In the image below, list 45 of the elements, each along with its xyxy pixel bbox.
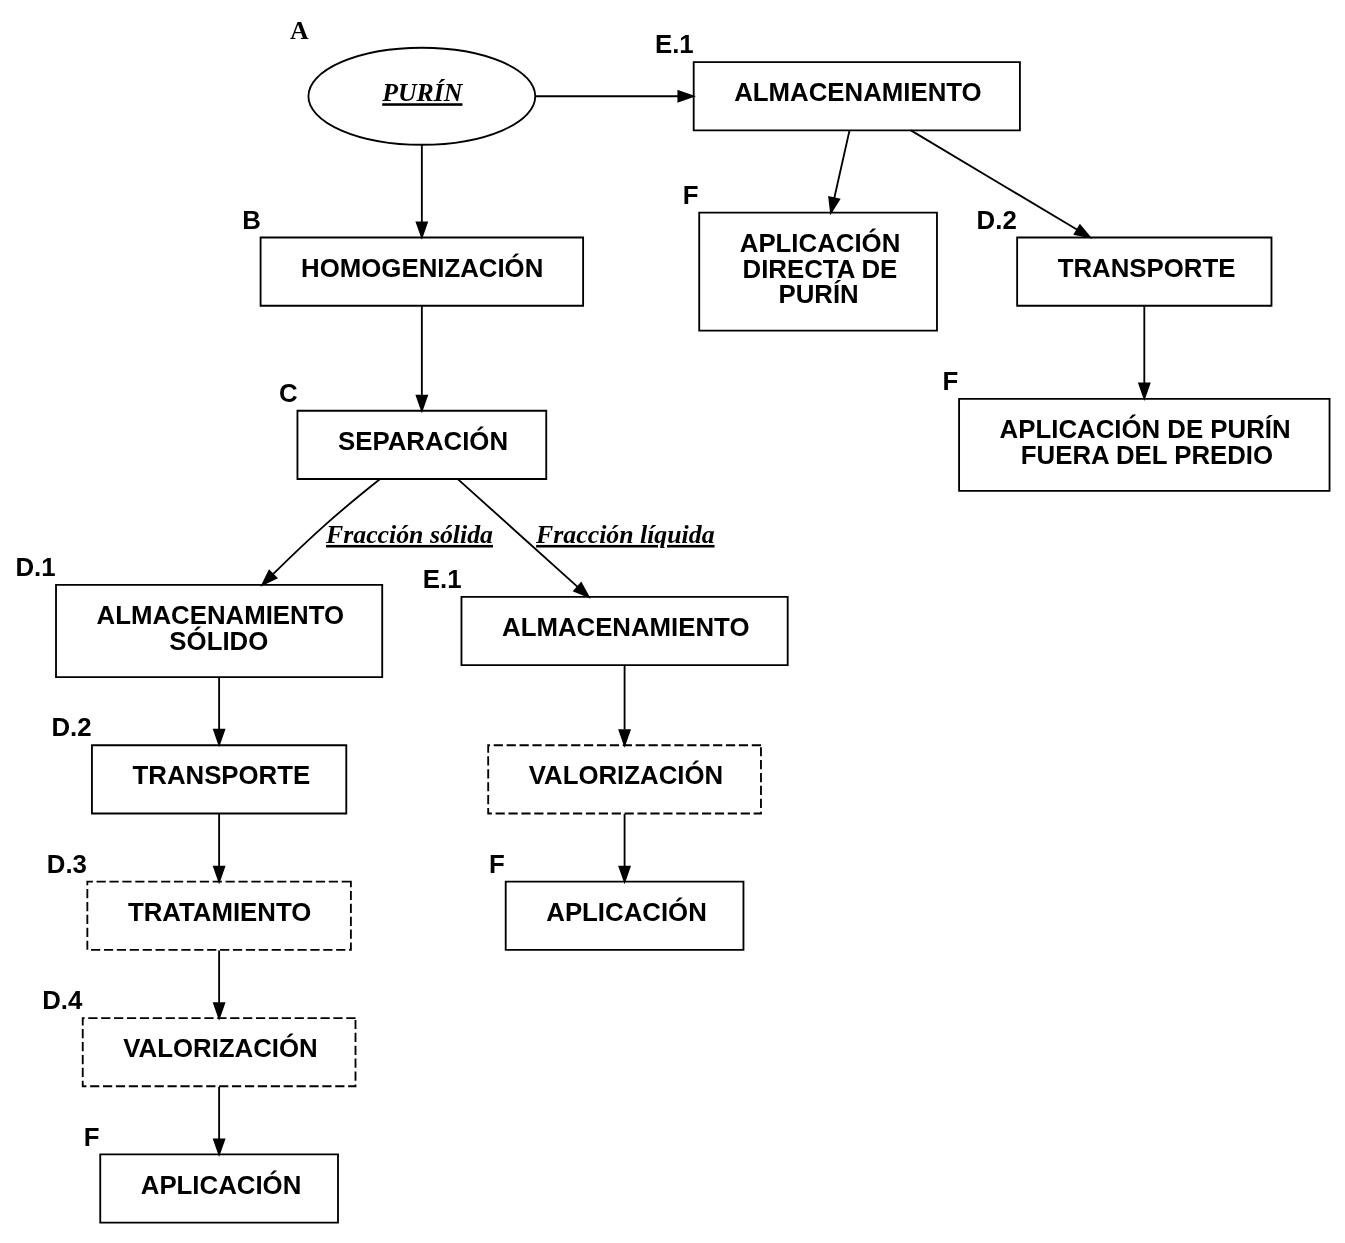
node-label: F — [942, 366, 959, 395]
arrow — [212, 813, 226, 885]
node-label: B — [242, 205, 261, 234]
node-label: F — [489, 849, 505, 878]
arrow — [618, 664, 632, 748]
node-label: F — [83, 1122, 100, 1151]
node-box: APLICACIÓN DE PURÍN FUERA DEL PREDIO — [958, 397, 1331, 492]
node-label: E.1 — [654, 30, 694, 59]
node-box: ALMACENAMIENTO SÓLIDO — [55, 584, 384, 678]
arrow — [457, 478, 591, 599]
arrow — [534, 89, 696, 103]
node-label: E.1 — [422, 565, 462, 594]
arrow — [1137, 305, 1151, 402]
edge-label: Fracción sólida — [326, 519, 493, 549]
node-box: ALMACENAMIENTO — [460, 596, 789, 667]
node-box: APLICACIÓN — [504, 880, 745, 951]
node-label: C — [279, 378, 298, 407]
node-label: F — [682, 180, 699, 209]
node-box: TRANSPORTE — [91, 744, 348, 815]
node-label: D.3 — [46, 849, 87, 878]
node-box: SEPARACIÓN — [296, 409, 548, 480]
node-label: D.2 — [51, 713, 92, 742]
node-ellipse: PURÍN — [307, 46, 537, 146]
arrow — [212, 1085, 226, 1158]
node-box: HOMOGENIZACIÓN — [259, 236, 585, 307]
node-label: D.4 — [42, 986, 83, 1015]
node-label: D.1 — [15, 553, 56, 582]
arrow — [909, 129, 1093, 239]
edge-label: Fracción líquida — [536, 519, 715, 549]
arrow — [828, 129, 851, 216]
node-box: VALORIZACIÓN — [81, 1017, 357, 1088]
arrow — [415, 144, 429, 240]
node-box: TRATAMIENTO — [86, 880, 352, 951]
node-box: APLICACIÓN DIRECTA DE PURÍN — [698, 211, 938, 332]
arrow — [212, 949, 226, 1021]
node-box: ALMACENAMIENTO — [692, 61, 1021, 132]
node-box: APLICACIÓN — [99, 1153, 339, 1224]
arrow — [415, 305, 429, 414]
arrow — [260, 478, 381, 587]
arrow — [212, 676, 226, 748]
node-label: D.2 — [976, 205, 1017, 234]
arrow — [618, 813, 632, 885]
node-box: TRANSPORTE — [1016, 236, 1273, 307]
node-box: VALORIZACIÓN — [487, 744, 762, 815]
node-label: A — [290, 16, 309, 46]
